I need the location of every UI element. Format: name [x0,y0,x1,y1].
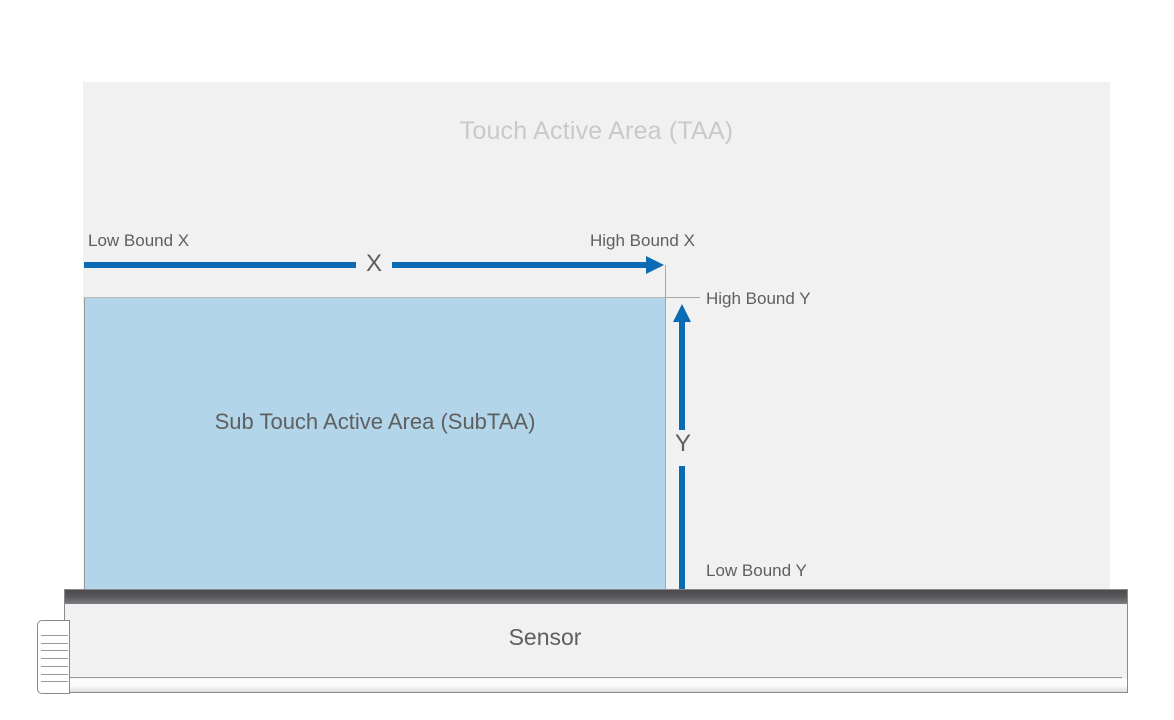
x-axis-label: X [365,250,382,277]
touch-active-area-label: Touch Active Area (TAA) [459,117,734,145]
connector-pin-line [41,681,68,682]
sensor-bar [64,589,1128,693]
flex-cable-connector-icon [37,620,70,694]
connector-pin-line [41,666,68,667]
subtaa-right-guide-line [665,265,666,590]
high-bound-y-label: High Bound Y [706,289,811,308]
sensor-top-bezel [65,590,1127,604]
low-bound-x-label: Low Bound X [88,231,190,250]
subtaa-top-guide-line [84,297,665,298]
y-axis-label: Y [674,430,691,457]
connector-pin-line [41,635,68,636]
y-dimension-line-top [679,320,685,430]
x-arrow-head-icon [646,256,664,274]
connector-pin-line [41,650,68,651]
connector-pin-line [41,658,68,659]
x-dimension-line-left [84,262,356,268]
x-dimension-line-right [392,262,649,268]
high-bound-x-label: High Bound X [590,231,695,250]
sensor-body [70,606,1122,678]
sensor-label: Sensor [508,624,582,650]
sub-touch-active-area-label: Sub Touch Active Area (SubTAA) [214,409,536,434]
high-bound-y-tick-line [664,297,700,298]
y-dimension-line-bottom [679,466,685,589]
sub-touch-active-area-region [84,298,666,591]
y-arrow-head-icon [673,304,691,322]
connector-pin-line [41,674,68,675]
connector-pin-line [41,643,68,644]
sensor-bottom-bezel [65,679,1127,692]
low-bound-y-label: Low Bound Y [706,561,807,580]
